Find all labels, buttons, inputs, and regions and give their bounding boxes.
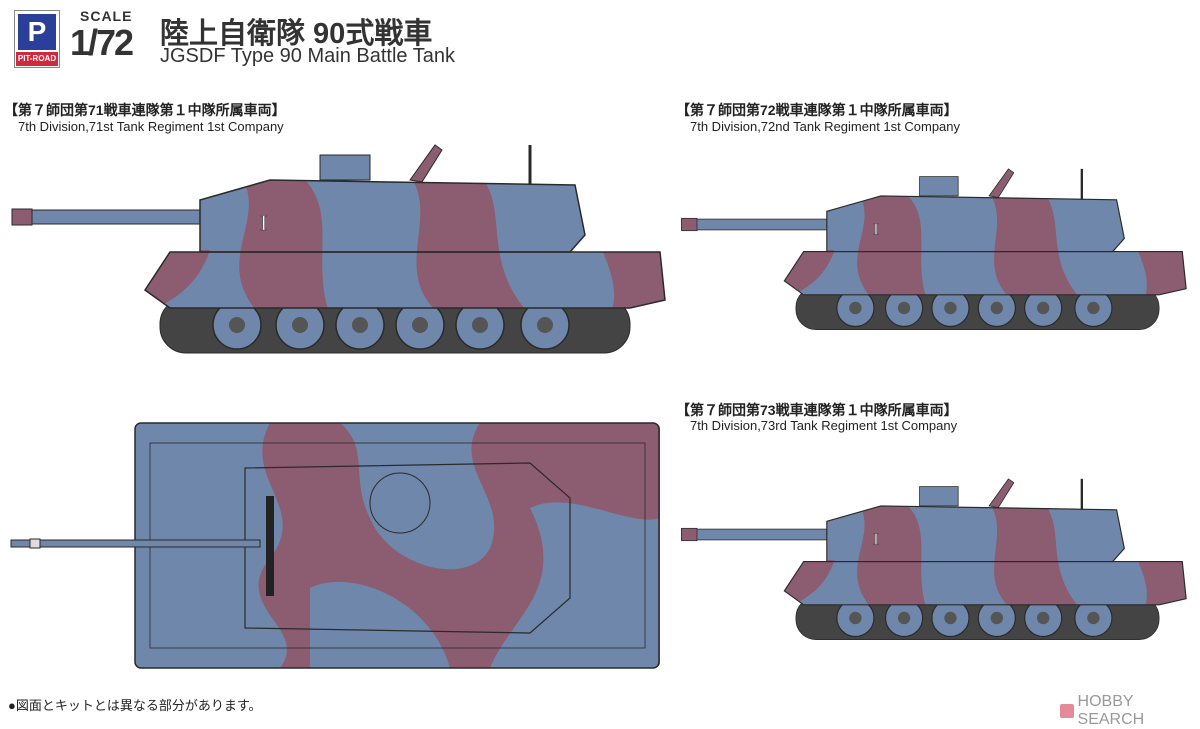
road-wheel: [884, 598, 924, 638]
gun-barrel: [11, 209, 208, 225]
tank-side-view-73: I: [681, 478, 1187, 640]
caption-72-jp: 【第７師団第72戦車連隊第１中隊所属車両】: [676, 102, 958, 118]
tank-marking: I: [873, 530, 879, 549]
tank-top-view: [10, 422, 660, 669]
road-wheel: [335, 300, 385, 350]
scale-value: 1/72: [70, 22, 134, 63]
page-title-jp: 陸上自衛隊 90式戦車: [160, 18, 433, 50]
caption-71-jp: 【第７師団第71戦車連隊第１中隊所属車両】: [4, 102, 286, 118]
tank-side-view-72: I: [681, 168, 1187, 330]
hobby-search-logo-icon: [1060, 704, 1074, 718]
pit-road-logo: P PIT-ROAD: [14, 10, 60, 68]
road-wheel: [1024, 598, 1063, 638]
road-wheel: [931, 288, 970, 328]
caption-73-jp: 【第７師団第73戦車連隊第１中隊所属車両】: [676, 402, 958, 418]
caption-72-en: 7th Division,72nd Tank Regiment 1st Comp…: [690, 119, 961, 134]
scale-label: SCALE: [80, 8, 133, 24]
gun-barrel: [681, 528, 833, 541]
tank-marking: I: [873, 220, 879, 239]
gun-barrel: [681, 218, 833, 231]
tank-side-view-71: I: [11, 144, 666, 354]
caption-71-en: 7th Division,71st Tank Regiment 1st Comp…: [18, 119, 284, 134]
tank-marking: I: [260, 210, 267, 235]
caption-73-en: 7th Division,73rd Tank Regiment 1st Comp…: [690, 418, 958, 433]
disclaimer-note: ●図面とキットとは異なる部分があります。: [8, 698, 262, 713]
page-title-en: JGSDF Type 90 Main Battle Tank: [160, 45, 455, 67]
road-wheel: [1024, 288, 1063, 328]
road-wheel: [836, 598, 875, 638]
hobby-search-watermark: HOBBY SEARCH: [1060, 693, 1200, 729]
